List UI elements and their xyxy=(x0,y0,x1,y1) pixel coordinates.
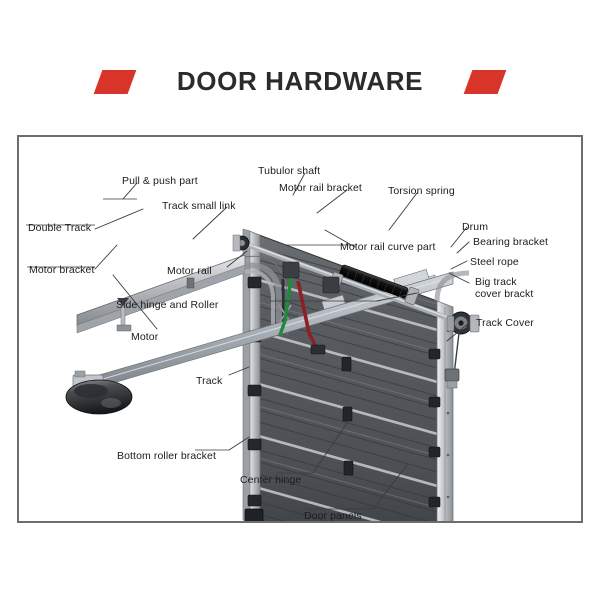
shaft-left-bearing xyxy=(232,234,250,252)
right-track-cover xyxy=(428,300,454,521)
callout-label-motor-rail: Motor rail xyxy=(167,265,212,277)
bottom-roller-bracket-component xyxy=(244,508,264,521)
callout-label-pull-push-part: Pull & push part xyxy=(122,175,198,187)
callout-label-motor-rail-bracket: Motor rail bracket xyxy=(279,182,362,194)
callout-label-track-small-link: Track small link xyxy=(162,200,236,212)
callout-label-motor-rail-curve-part: Motor rail curve part xyxy=(340,241,436,253)
tubulor-shaft-assembly xyxy=(232,234,462,326)
label-underlines xyxy=(26,198,377,510)
motor-rail-bracket-group xyxy=(282,261,340,294)
callout-label-drum: Drum xyxy=(462,221,489,233)
callout-label-torsion-spring: Torsion spring xyxy=(388,185,455,197)
callout-label-center-hinge: Center hinge xyxy=(240,474,302,486)
motor-unit xyxy=(65,379,133,415)
callout-label-bearing-bracket: Bearing bracket xyxy=(473,236,549,248)
motor-rail-curve-part-component xyxy=(278,277,326,355)
door-hardware-illustration xyxy=(26,172,480,521)
callout-label-steel-rope: Steel rope xyxy=(470,256,519,268)
callout-label-tubulor-shaft: Tubulor shaft xyxy=(258,165,321,177)
double-track-assembly xyxy=(76,254,288,335)
callout-label-motor-bracket: Motor bracket xyxy=(29,264,95,276)
steel-rope-component xyxy=(453,332,460,376)
callout-label-door-panels: Door panels xyxy=(304,510,362,522)
pull-push-part-component xyxy=(116,298,132,332)
page-header: DOOR HARDWARE xyxy=(0,0,600,118)
callout-label-double-track: Double Track xyxy=(28,222,92,234)
leader-lines xyxy=(94,172,470,510)
callout-label-side-hinge-and-roller: Side hinge and Roller xyxy=(116,299,219,311)
track-small-link-component xyxy=(186,277,195,289)
center-hinge-group xyxy=(341,356,354,476)
callout-label-track-cover: Track Cover xyxy=(476,317,534,329)
page-title: DOOR HARDWARE xyxy=(176,66,424,96)
callout-label-motor: Motor xyxy=(131,331,159,343)
callout-label-big-track-cover-brackt: Big track cover brackt xyxy=(475,276,534,300)
callout-label-bottom-roller-bracket: Bottom roller bracket xyxy=(117,450,216,462)
callout-label-track: Track xyxy=(196,375,223,387)
big-track-cover-bracket-component xyxy=(444,368,460,389)
right-curved-track xyxy=(434,270,470,302)
drum-bearing-assembly xyxy=(446,311,480,335)
